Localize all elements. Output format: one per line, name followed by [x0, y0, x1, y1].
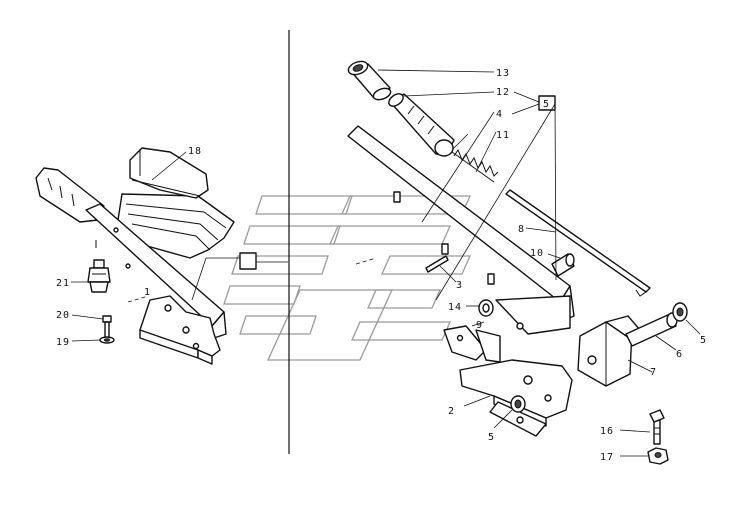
- callout-box-right: [538, 95, 556, 111]
- callout-5-base: 5: [488, 432, 495, 443]
- callout-5-box: 5: [543, 99, 550, 110]
- callout-1: 1: [144, 287, 151, 298]
- callout-17: 17: [600, 452, 614, 463]
- bushing-13: [347, 60, 392, 101]
- callout-10: 10: [530, 248, 544, 259]
- callout-3: 3: [456, 280, 463, 291]
- callout-16: 16: [600, 426, 614, 437]
- callout-2: 2: [448, 406, 455, 417]
- callout-18: 18: [188, 146, 202, 157]
- pin-3: [425, 255, 449, 273]
- callout-20: 20: [56, 310, 70, 321]
- bracket-9: [443, 325, 501, 363]
- callout-box-left: [239, 252, 257, 270]
- bolt-left: [102, 315, 112, 341]
- nut-17: [647, 447, 669, 465]
- callout-11: 11: [496, 130, 510, 141]
- bolt-16: [649, 409, 665, 445]
- spring-11: [451, 148, 499, 183]
- callout-14: 14: [448, 302, 462, 313]
- callout-6: 6: [676, 349, 683, 360]
- block-7: [577, 315, 641, 387]
- callout-8: 8: [518, 224, 525, 235]
- hand-grip-12: [388, 93, 455, 157]
- hand-lever-left: [35, 167, 227, 339]
- callout-7: 7: [650, 367, 657, 378]
- callout-9: 9: [476, 320, 483, 331]
- pin-10: [551, 253, 575, 277]
- switch-left: [87, 259, 111, 293]
- callout-19: 19: [56, 337, 70, 348]
- rubber-boot: [117, 147, 235, 259]
- callout-4: 4: [496, 109, 503, 120]
- watermark-logo: [223, 195, 472, 361]
- callout-21: 21: [56, 278, 70, 289]
- pivot-bracket-left: [127, 295, 221, 365]
- rod-8: [505, 189, 651, 297]
- callout-12: 12: [496, 87, 510, 98]
- lever-arm-4: [347, 125, 575, 335]
- callout-5-right: 5: [700, 335, 707, 346]
- callout-13: 13: [496, 68, 510, 79]
